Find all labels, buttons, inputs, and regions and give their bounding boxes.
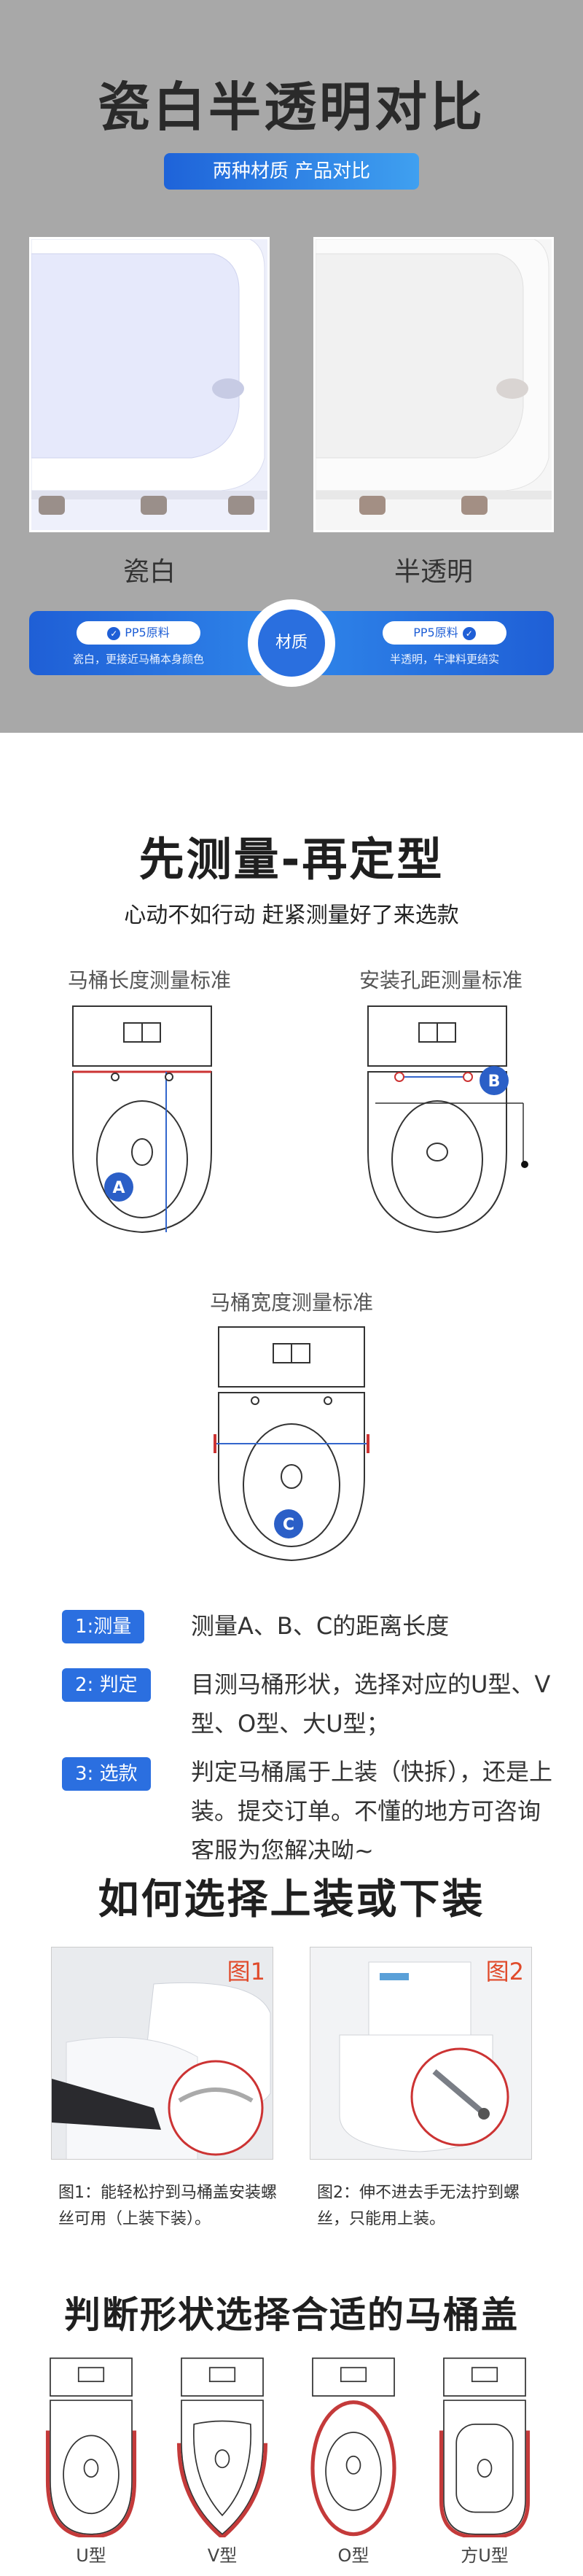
comparison-section: 瓷白半透明对比 两种材质 产品对比 瓷白 半透明 ✓PP5原料 PP5原料✓ [0, 0, 583, 733]
white-seat-photo [29, 237, 270, 532]
step-2-tag: 2: 判定 [62, 1668, 151, 1702]
step-1-tag: 1:测量 [62, 1610, 145, 1643]
left-material-note: 瓷白，更接近马桶本身颜色 [72, 653, 204, 666]
hole-diagram-label: 安装孔距测量标准 [359, 968, 523, 992]
install-photo-1: 图1 [51, 1947, 273, 2160]
left-material-chip: ✓PP5原料 [77, 621, 200, 645]
badge-c-icon [274, 1509, 303, 1538]
step-3-tag: 3: 选款 [62, 1757, 151, 1791]
white-caption: 瓷白 [122, 557, 176, 587]
comparison-title: 瓷白半透明对比 [97, 77, 485, 138]
shape-title: 判断形状选择合适的马桶盖 [64, 2294, 519, 2336]
length-diagram-label: 马桶长度测量标准 [67, 968, 231, 992]
u-shape-label: U型 [76, 2545, 106, 2566]
install-photo-1-tag: 图1 [227, 1958, 265, 1985]
width-diagram: C [214, 1326, 369, 1562]
right-material-chip: PP5原料✓ [383, 621, 506, 645]
measure-subtitle: 心动不如行动 赶紧测量好了来选款 [124, 903, 459, 928]
comparison-subtitle-pill: 两种材质 产品对比 [164, 153, 419, 190]
badge-c-text: C [283, 1516, 294, 1534]
install-photo-2-tag: 图2 [485, 1958, 524, 1985]
hole-diagram: B [367, 1005, 528, 1234]
square-u-shape-label: 方U型 [461, 2545, 509, 2566]
right-material-note: 半透明，牛津料更结实 [389, 653, 499, 666]
install-title: 如何选择上装或下装 [98, 1876, 485, 1923]
badge-b-icon [480, 1066, 509, 1095]
check-icon: ✓ [107, 626, 121, 640]
v-shape-diagram [176, 2357, 268, 2537]
step-2-text: 目测马桶形状，选择对应的U型、V型、O型、大U型； [191, 1670, 551, 1738]
u-shape-diagram [45, 2357, 137, 2537]
badge-b-text: B [488, 1073, 501, 1091]
shape-section: 判断形状选择合适的马桶盖 U型 V型 O型 方U型 [0, 2286, 583, 2576]
o-shape-label: O型 [337, 2545, 369, 2566]
square-u-shape-diagram [439, 2357, 531, 2537]
material-label: 材质 [258, 610, 325, 677]
check-icon: ✓ [462, 626, 476, 640]
translucent-seat-photo [313, 237, 554, 532]
v-shape-label: V型 [207, 2545, 238, 2566]
material-circle: 材质 [248, 599, 335, 687]
install-caption-2: 图2：伸不进去手无法拧到螺丝，只能用上装。 [317, 2184, 520, 2228]
install-photo-2: 图2 [310, 1947, 532, 2160]
step-1-text: 测量A、B、C的距离长度 [191, 1612, 450, 1640]
install-section: 如何选择上装或下装 图1 图2 图1：能轻松拧到马桶盖安装螺丝可用（上装下装）。… [0, 1859, 583, 2286]
o-shape-diagram [310, 2357, 396, 2537]
material-bar: ✓PP5原料 PP5原料✓ 瓷白，更接近马桶本身颜色 半透明，牛津料更结实 材质 [29, 599, 554, 687]
measure-title: 先测量-再定型 [138, 833, 445, 886]
badge-a-icon [104, 1172, 133, 1202]
install-caption-1: 图1：能轻松拧到马桶盖安装螺丝可用（上装下装）。 [58, 2184, 277, 2228]
translucent-caption: 半透明 [394, 557, 473, 587]
measure-section: 先测量-再定型 心动不如行动 赶紧测量好了来选款 马桶长度测量标准 安装孔距测量… [0, 733, 583, 1859]
badge-a-text: A [112, 1179, 125, 1197]
length-diagram: A [72, 1005, 212, 1234]
width-diagram-label: 马桶宽度测量标准 [209, 1291, 373, 1315]
step-3-text: 判定马桶属于上装（快拆），还是上装。提交订单。不懂的地方可咨询客服为您解决呦~ [191, 1758, 553, 1859]
